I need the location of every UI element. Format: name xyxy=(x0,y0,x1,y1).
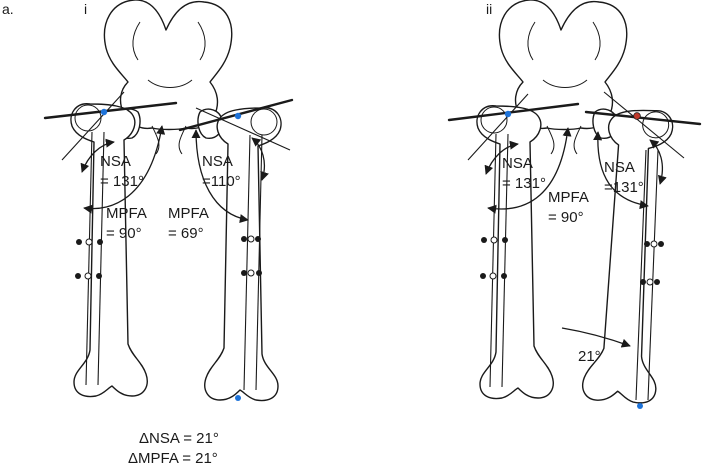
femoral-head-center-ii-right xyxy=(633,112,641,120)
femoral-head-center-i-left xyxy=(100,108,108,116)
panel-ii-numeral: ii xyxy=(486,1,492,17)
distal-center-i-right xyxy=(235,395,241,401)
mpfa-label-i-right: MPFA xyxy=(168,205,209,222)
mpfa-value-i-left: = 90° xyxy=(106,225,142,242)
marker-dots-ii-left xyxy=(480,236,508,280)
nsa-value-i-left: = 131° xyxy=(100,173,144,190)
femur-axis-ii-left-medial xyxy=(489,133,497,388)
marker-dots-i-right xyxy=(241,235,262,277)
femur-i-right xyxy=(204,107,282,402)
nsa-label-i-right: NSA xyxy=(202,153,233,170)
mpfa-line-ii-right xyxy=(584,110,702,126)
neck-axis-ii-right xyxy=(603,91,685,159)
rotation-label: 21° xyxy=(578,348,601,365)
mpfa-value-ii-left: = 90° xyxy=(548,209,584,226)
neck-axis-i-right xyxy=(195,107,291,151)
nsa-label-i-left: NSA xyxy=(100,153,131,170)
mpfa-value-i-right: = 69° xyxy=(168,225,204,242)
femur-axis-ii-right-lateral xyxy=(647,149,659,401)
nsa-value-ii-right: =131° xyxy=(604,179,644,196)
neck-axis-ii-left xyxy=(467,93,529,161)
panel-ii: ii NSA = 131° MPFA = 90° xyxy=(447,0,702,409)
mpfa-arc-i-right xyxy=(191,129,249,224)
femur-ii-left xyxy=(476,105,554,400)
nsa-arc-ii-right xyxy=(649,139,667,185)
marker-dots-i-left xyxy=(75,238,103,280)
panel-i-numeral: i xyxy=(84,1,87,17)
mpfa-label-i-left: MPFA xyxy=(106,205,147,222)
panel-i: i NSA = 131° MPFA = 90° xyxy=(43,0,294,465)
mpfa-arc-ii-left xyxy=(487,127,572,214)
mpfa-arc-ii-right xyxy=(593,131,649,210)
rotation-arrow xyxy=(561,327,631,348)
nsa-arc-i-right xyxy=(251,137,269,181)
mpfa-line-ii-left xyxy=(447,102,580,122)
panel-label: a. xyxy=(2,1,14,17)
marker-dots-ii-right xyxy=(640,240,664,286)
distal-center-ii-right xyxy=(637,403,643,409)
nsa-value-ii-left: = 131° xyxy=(502,175,546,192)
mpfa-line-i-left xyxy=(43,101,178,120)
femoral-head-center-i-right xyxy=(234,112,242,120)
femur-axis-i-right-medial xyxy=(243,134,251,391)
nsa-value-i-right: =110° xyxy=(202,173,241,190)
mpfa-arc-i-left xyxy=(83,125,166,214)
femoral-head-center-ii-left xyxy=(504,110,512,118)
delta-mpfa: ΔMPFA = 21° xyxy=(128,450,218,465)
femur-i-left xyxy=(70,103,148,398)
nsa-label-ii-left: NSA xyxy=(502,155,533,172)
delta-nsa: ΔNSA = 21° xyxy=(139,430,219,447)
nsa-label-ii-right: NSA xyxy=(604,159,635,176)
mpfa-label-ii-left: MPFA xyxy=(548,189,589,206)
